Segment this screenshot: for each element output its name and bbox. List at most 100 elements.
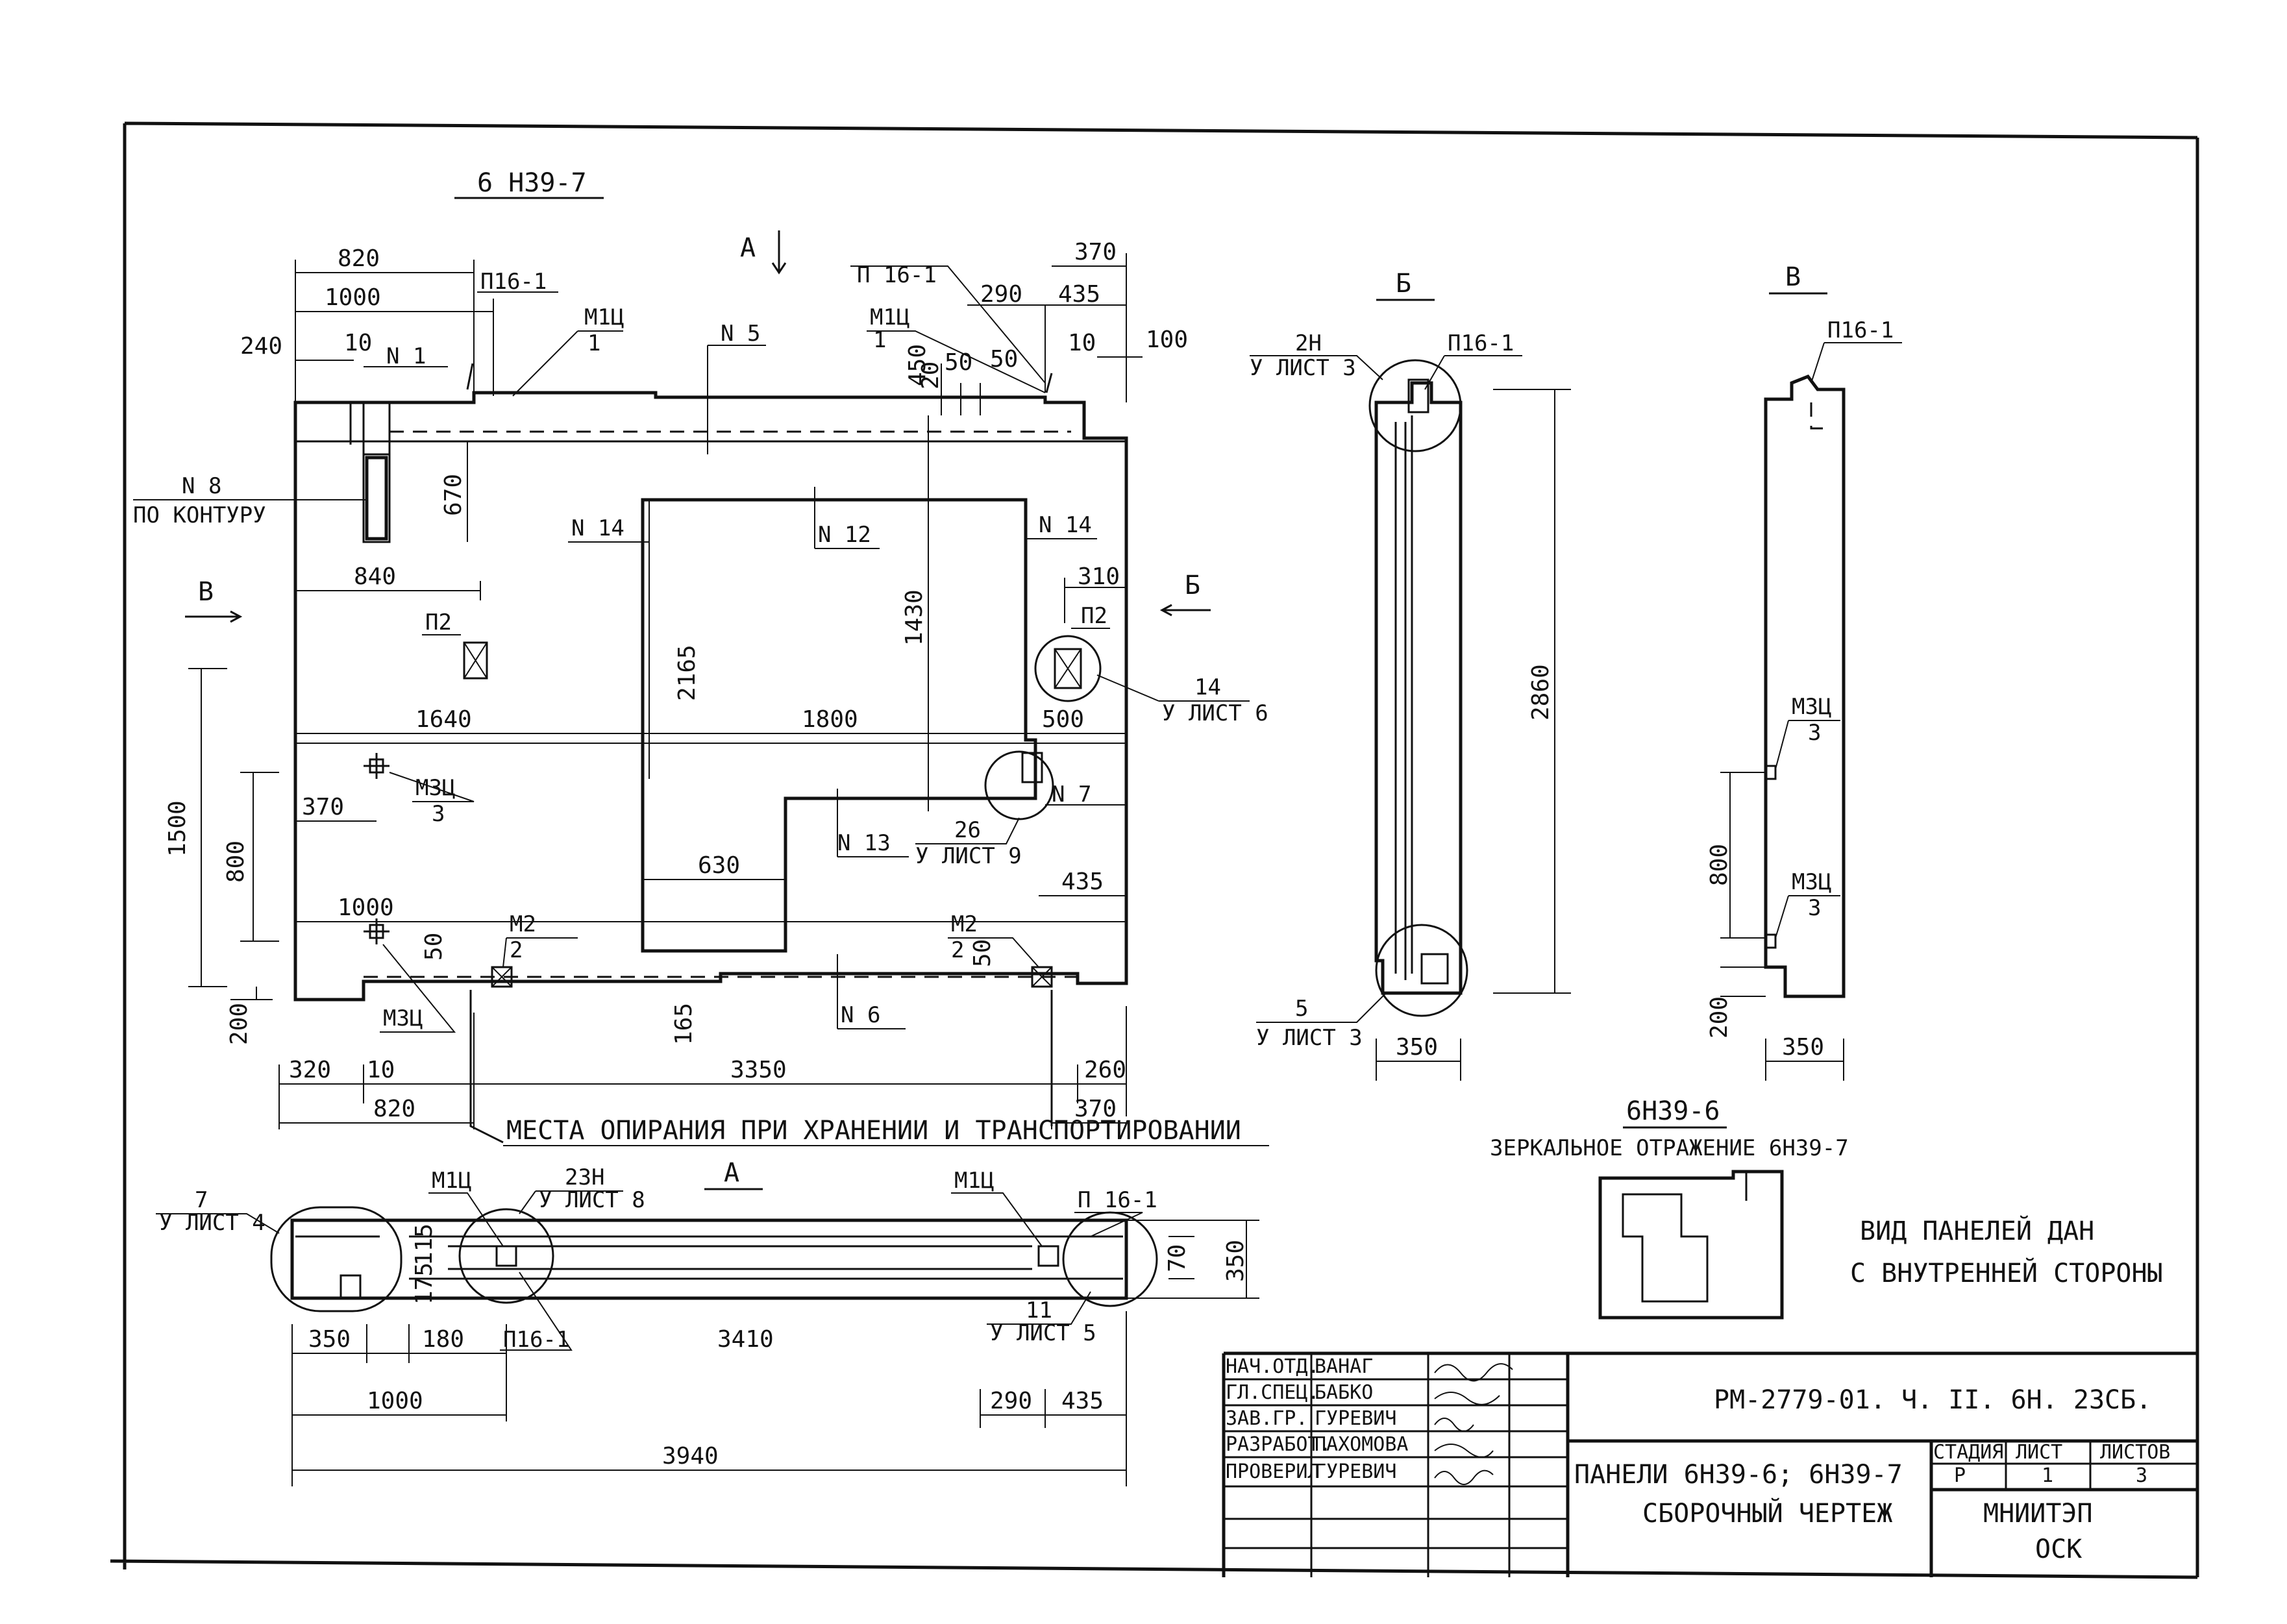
label-m1-left: М1Ц <box>584 304 624 330</box>
dim-630: 630 <box>698 852 740 879</box>
sheet-frame <box>110 121 2199 1579</box>
dim-2165: 2165 <box>674 645 700 701</box>
dim-290-top: 290 <box>980 281 1022 308</box>
view-a-ref7: 7 <box>195 1187 208 1213</box>
mirror-view: 6Н39-6 ЗЕРКАЛЬНОЕ ОТРАЖЕНИЕ 6Н39-7 <box>1490 1096 1849 1320</box>
staff-name-3: ПАХОМОВА <box>1315 1433 1409 1456</box>
view-v-dim-800: 800 <box>1706 844 1733 886</box>
section-v-marker: В <box>198 577 214 607</box>
dim-200: 200 <box>226 1003 253 1045</box>
dim-1640: 1640 <box>415 706 472 733</box>
view-b-dim-350: 350 <box>1396 1034 1438 1061</box>
dim-10-right: 10 <box>1068 330 1096 356</box>
label-p2-right: П2 <box>1081 603 1107 629</box>
dim-50a: 50 <box>945 349 972 376</box>
staff-role-3: РАЗРАБОТ. <box>1226 1433 1331 1456</box>
view-a-dim-175: 175 <box>411 1262 438 1305</box>
view-b-ref2-sheet: У ЛИСТ 3 <box>1250 355 1356 381</box>
dim-370-top: 370 <box>1074 239 1117 265</box>
label-n1: N 1 <box>386 343 426 369</box>
label-m3-lower: М3Ц <box>383 1005 423 1031</box>
window-opening <box>641 498 1037 953</box>
dim-10-top: 10 <box>344 330 372 356</box>
dim-50b: 50 <box>990 346 1018 373</box>
support-note: МЕСТА ОПИРАНИЯ ПРИ ХРАНЕНИИ И ТРАНСПОРТИ… <box>506 1116 1241 1146</box>
view-v-m3-upper: М3Ц <box>1792 694 1831 720</box>
dim-165: 165 <box>671 1003 697 1045</box>
dim-50-low-left: 50 <box>421 933 447 961</box>
dim-820-bottom: 820 <box>373 1096 415 1122</box>
label-m2-right: М2 <box>951 911 978 937</box>
view-b-ref5-sheet: У ЛИСТ 3 <box>1256 1025 1363 1051</box>
dim-670: 670 <box>440 474 467 516</box>
label-m1-right-sub: 1 <box>873 327 886 353</box>
ref-14: 14 <box>1194 674 1221 700</box>
front-view: 6 Н39-7 А <box>133 168 1269 1146</box>
view-v-p16: П16-1 <box>1827 317 1894 343</box>
dim-1500: 1500 <box>164 800 191 857</box>
view-v-title: В <box>1785 262 1801 292</box>
view-v-m3-upper-sub: 3 <box>1808 720 1821 746</box>
label-m2-left-sub: 2 <box>510 937 523 963</box>
label-n14-left: N 14 <box>571 515 624 541</box>
staff-role-4: ПРОВЕРИЛ <box>1226 1460 1320 1483</box>
dim-320: 320 <box>289 1057 331 1083</box>
staff-role-2: ЗАВ.ГР. <box>1226 1407 1307 1430</box>
view-a-dim-70: 70 <box>1164 1244 1191 1272</box>
label-m1-right: М1Ц <box>870 304 909 330</box>
view-a-p16-bottom: П16-1 <box>503 1327 569 1353</box>
view-v: В П16-1 М3Ц 3 М3Ц 3 800 200 350 <box>1706 262 1902 1081</box>
view-b-p16: П16-1 <box>1448 330 1514 356</box>
dim-260: 260 <box>1084 1057 1126 1083</box>
org-name: МНИИТЭП <box>1983 1499 2093 1529</box>
label-n8: N 8 <box>182 473 221 499</box>
label-p2-left: П2 <box>425 609 452 635</box>
dim-1000-low: 1000 <box>338 894 394 921</box>
dim-435-top: 435 <box>1058 281 1100 308</box>
label-n12: N 12 <box>818 522 871 548</box>
view-a-ref23: 23Н <box>565 1164 604 1190</box>
section-b-marker: Б <box>1185 571 1200 600</box>
label-po-konturu: ПО КОНТУРУ <box>133 502 266 528</box>
dim-820-top: 820 <box>338 245 380 272</box>
view-b-outline <box>1374 381 1463 995</box>
dim-100: 100 <box>1146 326 1188 353</box>
view-v-m3-lower-sub: 3 <box>1808 895 1821 921</box>
dim-240: 240 <box>240 333 282 360</box>
front-view-title: 6 Н39-7 <box>477 168 587 198</box>
view-a-m1-left: М1Ц <box>432 1168 471 1194</box>
stage-value: Р <box>1954 1464 1966 1487</box>
signatures <box>1434 1363 1513 1485</box>
stage-label: СТАДИЯ <box>1933 1441 2003 1464</box>
label-n6: N 6 <box>841 1002 880 1028</box>
view-a-dim-290: 290 <box>990 1388 1032 1414</box>
dim-840: 840 <box>354 563 396 590</box>
title-block: НАЧ.ОТД. ВАНАГ ГЛ.СПЕЦ. БАБКО ЗАВ.ГР. ГУ… <box>1222 1351 2197 1577</box>
staff-name-0: ВАНАГ <box>1315 1355 1373 1378</box>
view-a-m1-right: М1Ц <box>954 1168 994 1194</box>
dim-450: 450 <box>904 344 931 386</box>
dim-1800: 1800 <box>802 706 858 733</box>
label-n14-right: N 14 <box>1039 512 1092 538</box>
view-a-dim-350: 350 <box>308 1326 351 1353</box>
view-a-dim-435: 435 <box>1061 1388 1104 1414</box>
label-n5: N 5 <box>721 321 760 347</box>
panel-outline <box>293 391 1128 1002</box>
staff-name-2: ГУРЕВИЧ <box>1315 1407 1396 1430</box>
sheet-value: 1 <box>2042 1464 2053 1487</box>
dim-3350: 3350 <box>730 1057 787 1083</box>
title-line1: ПАНЕЛИ 6Н39-6; 6Н39-7 <box>1574 1460 1903 1490</box>
label-n7: N 7 <box>1052 781 1091 807</box>
view-a-ref11: 11 <box>1026 1298 1052 1323</box>
view-a-dim-115: 115 <box>411 1224 438 1266</box>
title-line2: СБОРОЧНЫЙ ЧЕРТЕЖ <box>1642 1497 1892 1529</box>
mirror-title: 6Н39-6 <box>1626 1096 1720 1126</box>
dim-10-bottom: 10 <box>367 1057 395 1083</box>
dim-370-mid: 370 <box>302 794 344 820</box>
view-a: А 7 У ЛИСТ 4 М1Ц 23Н У ЛИСТ 8 М1Ц П 16-1… <box>156 1158 1259 1486</box>
view-v-outline <box>1764 374 1846 998</box>
sheets-label: ЛИСТОВ <box>2100 1441 2170 1464</box>
dim-1000-top: 1000 <box>325 284 381 311</box>
label-m3-upper-sub: 3 <box>432 801 445 827</box>
